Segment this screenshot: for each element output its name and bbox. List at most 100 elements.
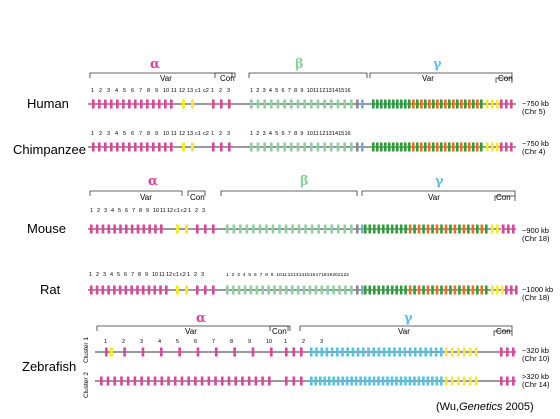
cluster-1-label: Cluster 1 [83, 336, 90, 363]
human-alpha-number-12: 12 [179, 88, 185, 94]
rat-alpha-number-16: 2 [194, 272, 197, 278]
zebra-cluster1-gamma-yellow-3 [457, 347, 460, 357]
chimp-alpha-number-11: 11 [171, 131, 177, 137]
zebra-cluster2-gamma-const-1 [500, 376, 503, 386]
rat-beta-exon-21 [344, 285, 347, 295]
zebra-number-5: 5 [176, 339, 179, 345]
mouse-beta-exon-4 [245, 224, 249, 234]
rat-gamma-exon-13 [417, 285, 421, 295]
mouse-gamma-exon-3 [372, 224, 376, 234]
mouse-alpha-exon-1 [90, 224, 93, 234]
mouse-beta-exon-13 [304, 224, 307, 234]
human-alpha-number-5: 5 [123, 88, 126, 94]
human-gamma-exon-23 [460, 99, 463, 109]
mouse-gamma-exon-7 [390, 224, 394, 234]
chimp-gamma-exon-9 [404, 142, 407, 152]
chimp-alpha-exon-6 [122, 142, 125, 152]
human-alpha-number-7: 7 [139, 88, 142, 94]
zebra-cluster2-alpha-exon-18 [214, 376, 217, 386]
zebra-cluster2-alpha-exon-26 [268, 376, 271, 386]
mouse-gamma-c2 [496, 224, 499, 234]
human-alpha-exon-1 [92, 99, 95, 109]
human-alpha-exon-8 [134, 99, 137, 109]
zebra-cluster1-alpha-exon-4 [160, 347, 163, 357]
species-human: Human [27, 96, 69, 111]
mouse-gamma-exon-25 [471, 224, 475, 234]
zebra-cluster2-gamma-const-3 [512, 376, 515, 386]
rat-gamma-exon-24 [467, 285, 470, 295]
rat-alpha-number-7: 7 [131, 272, 134, 278]
species-chimpanzee: Chimpanzee [13, 142, 86, 157]
zebra-cluster1-gamma-exon-26 [440, 347, 443, 357]
human-alpha-number-16: 1 [211, 88, 214, 94]
human-beta-number-10: 10 [307, 88, 313, 94]
chimp-gamma-exon-21 [452, 142, 455, 152]
mouse-alpha-number-4: 4 [111, 208, 114, 214]
chimp-gray-marker-2 [361, 142, 364, 152]
chimp-alpha-exon-8 [134, 142, 137, 152]
rat-alpha-exon-8 [130, 285, 133, 295]
rat-gamma-exon-7 [390, 285, 394, 295]
mouse-alpha-exon-11 [148, 224, 151, 234]
mouse-gamma-exon-27 [480, 224, 484, 234]
zebra-cluster2-alpha-exon-19 [220, 376, 224, 386]
zebra-cluster1-gamma-yellow-1 [445, 347, 448, 357]
mouse-alpha-number-16: 2 [195, 208, 198, 214]
size-human: ~750 kb(Chr 5) [522, 99, 549, 116]
zebra-cluster1-alpha-const-1 [285, 347, 288, 357]
chimp-beta-number-16: 16 [345, 131, 351, 137]
human-alpha-exon-12 [158, 99, 161, 109]
zebra-number-13: 3 [320, 339, 323, 345]
zebra-cluster1-gamma-yellow-2 [451, 347, 454, 357]
rat-beta-number-5: 5 [248, 272, 251, 278]
mouse-gamma-exon-28 [485, 224, 488, 234]
mouse-gamma-exon-24 [467, 224, 470, 234]
rat-beta-exon-1 [226, 285, 229, 295]
human-beta-number-4: 4 [269, 88, 272, 94]
gamma-label-human: γ [433, 57, 442, 72]
rat-beta-exon-17 [320, 285, 324, 295]
zebra-gamma-con-bracket [493, 330, 513, 336]
rat-beta-exon-4 [243, 285, 247, 295]
mouse-gamma-c1 [491, 224, 494, 234]
human-gamma-exon-26 [472, 99, 475, 109]
chimp-alpha-number-18: 3 [227, 131, 230, 137]
rat-gamma-exon-4 [377, 285, 381, 295]
zebra-cluster2-gamma-exon-24 [413, 376, 416, 386]
rat-alpha-exon-11 [147, 285, 151, 295]
gamma-label-mouse: γ [435, 174, 444, 189]
human-beta-number-16: 16 [345, 88, 351, 94]
zebra-alpha-var-bracket [96, 325, 289, 331]
zebra-cluster2-gamma-exon-1 [310, 376, 313, 386]
human-gamma-exon-22 [456, 99, 459, 109]
zebra-number-1: 1 [104, 339, 107, 345]
chimp-alpha-exon-7 [128, 142, 131, 152]
alpha-label-mouse: α [148, 174, 159, 189]
zebra-number-12: 2 [302, 339, 305, 345]
beta-label-human: β [295, 57, 304, 72]
chimp-alpha-number-14: c1 [195, 131, 201, 137]
human-gamma-exon-15 [428, 99, 431, 109]
human-gamma-c3 [496, 99, 499, 109]
chimp-alpha-const-1 [212, 142, 215, 152]
chimp-beta-exon-16 [350, 142, 353, 152]
rat-gamma-exon-23 [462, 285, 466, 295]
zebra-cluster2-alpha-exon-10 [160, 376, 164, 386]
human-alpha-number-6: 6 [131, 88, 134, 94]
zebra-cluster1-gamma-exon-7 [341, 347, 344, 357]
rat-alpha-exon-10 [141, 285, 145, 295]
zebra-cluster2-alpha-exon-4 [120, 376, 123, 386]
human-alpha-const-2 [220, 99, 223, 109]
mouse-alpha-number-10: 10 [153, 208, 159, 214]
zebra-cluster1-gamma-exon-11 [362, 347, 365, 357]
mouse-alpha-exon-9 [136, 224, 140, 234]
zebra-cluster2-gamma-exon-17 [381, 376, 385, 386]
human-beta-number-12: 12 [319, 88, 325, 94]
human-gamma-const-3 [510, 99, 513, 109]
chimp-alpha-number-7: 7 [139, 131, 142, 137]
human-beta-bracket [248, 72, 368, 78]
human-beta-exon-15 [343, 99, 346, 109]
rat-alpha-exon-6 [118, 285, 122, 295]
human-beta-number-13: 13 [326, 88, 332, 94]
size-zebrafish-cluster-1: ~320 kb(Chr 10) [522, 346, 550, 363]
